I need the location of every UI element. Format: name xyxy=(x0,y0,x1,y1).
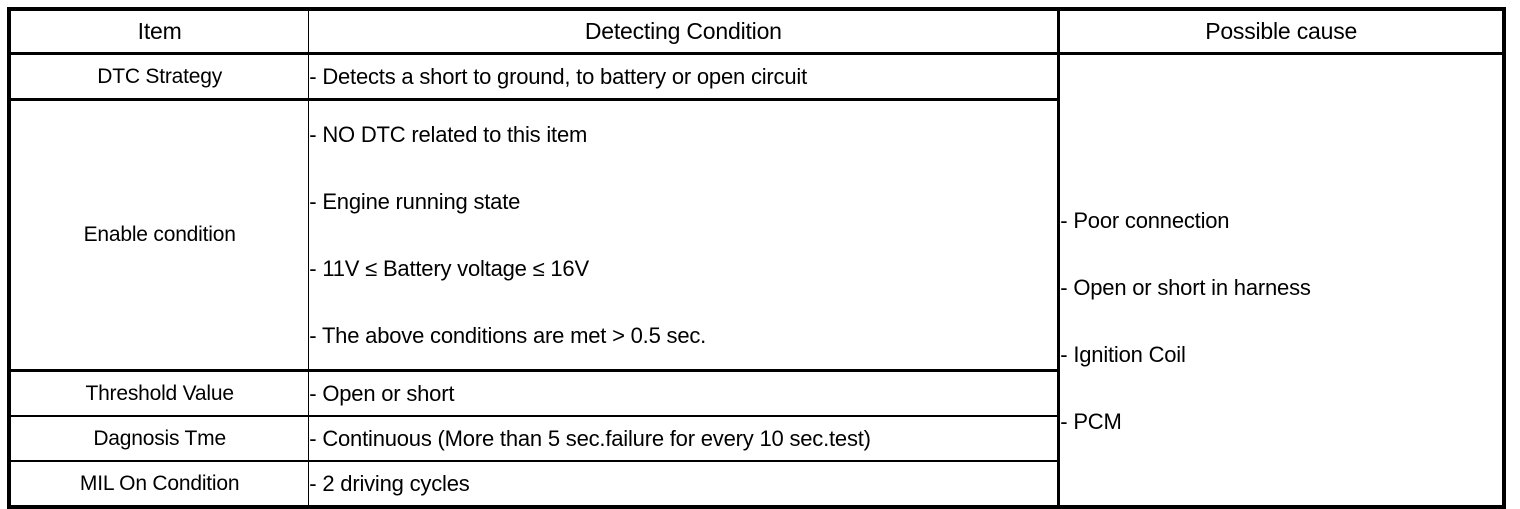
row-condition-mil-on-condition: - 2 driving cycles xyxy=(308,460,1060,508)
column-header-detecting-condition: Detecting Condition xyxy=(308,8,1060,55)
list-item: - Ignition Coil xyxy=(1060,342,1186,367)
table-row: Threshold Value - Open or short xyxy=(8,370,1504,417)
list-item: - Engine running state xyxy=(309,189,521,214)
list-item: - Poor connection xyxy=(1060,208,1230,233)
possible-cause-list: - Poor connection - Open or short in har… xyxy=(1060,105,1502,455)
list-item: - The above conditions are met > 0.5 sec… xyxy=(309,323,707,348)
list-item: - 11V ≤ Battery voltage ≤ 16V xyxy=(309,256,589,281)
row-condition-dtc-strategy: - Detects a short to ground, to battery … xyxy=(308,53,1060,101)
row-condition-threshold-value: - Open or short xyxy=(308,370,1060,417)
row-label-dtc-strategy: DTC Strategy xyxy=(8,53,310,101)
table-row: Dagnosis Tme - Continuous (More than 5 s… xyxy=(8,415,1504,462)
column-header-possible-cause: Possible cause xyxy=(1057,8,1505,55)
dtc-diagnostic-table: Item Detecting Condition Possible cause … xyxy=(7,7,1506,509)
table-row: Enable condition - NO DTC related to thi… xyxy=(8,99,1504,372)
list-item: - PCM xyxy=(1060,409,1122,434)
column-header-item: Item xyxy=(8,8,310,55)
row-condition-enable-condition: - NO DTC related to this item - Engine r… xyxy=(308,99,1060,372)
list-item: - NO DTC related to this item xyxy=(309,122,588,147)
list-item: - Open or short in harness xyxy=(1060,275,1311,300)
table-row: DTC Strategy - Detects a short to ground… xyxy=(8,53,1505,508)
row-label-diagnosis-time: Dagnosis Tme xyxy=(8,415,310,462)
document-page: Item Detecting Condition Possible cause … xyxy=(7,7,1506,509)
table-header-row: Item Detecting Condition Possible cause xyxy=(8,8,1505,55)
enable-condition-list: - NO DTC related to this item - Engine r… xyxy=(309,101,1057,369)
possible-cause-cell: - Poor connection - Open or short in har… xyxy=(1057,53,1505,508)
row-condition-diagnosis-time: - Continuous (More than 5 sec.failure fo… xyxy=(308,415,1060,462)
row-label-threshold-value: Threshold Value xyxy=(8,370,310,417)
row-label-mil-on-condition: MIL On Condition xyxy=(8,460,310,508)
row-label-enable-condition: Enable condition xyxy=(8,99,310,372)
